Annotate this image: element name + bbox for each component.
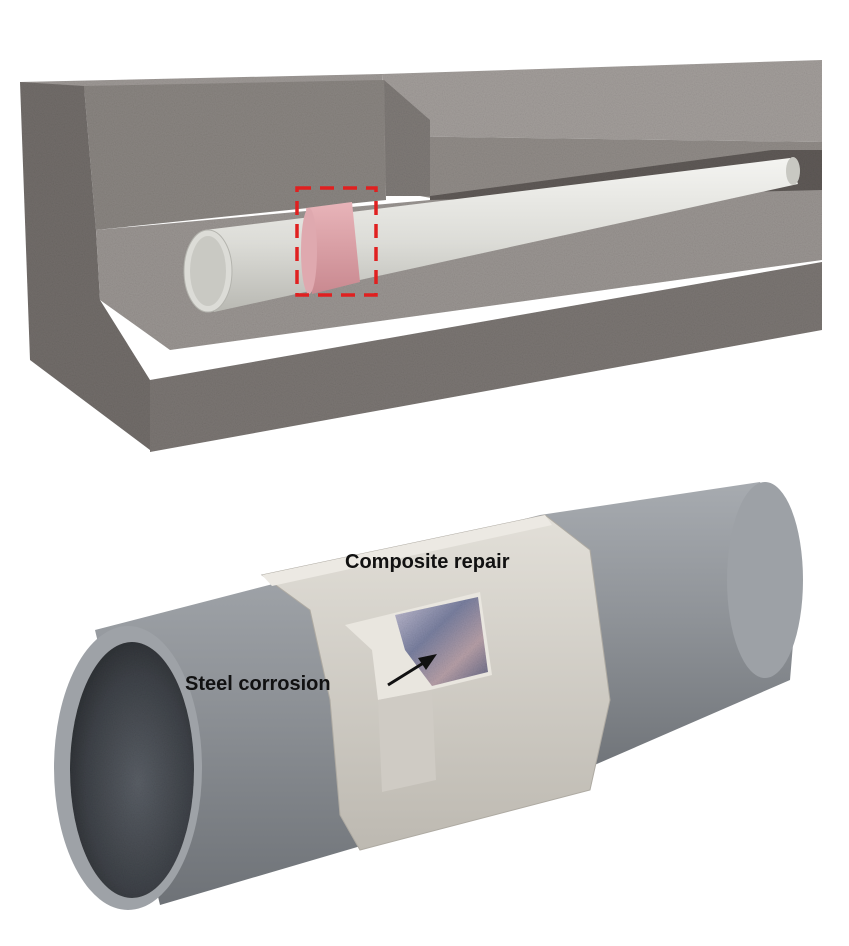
corrosion-patch bbox=[395, 597, 488, 686]
buried-pipe bbox=[183, 157, 800, 313]
pipe-near-opening bbox=[190, 236, 226, 306]
steel-pipe-detail bbox=[54, 482, 803, 910]
sleeve-lower-step bbox=[378, 690, 436, 792]
overhang-front bbox=[384, 80, 430, 196]
repair-band bbox=[306, 202, 360, 294]
sleeve-top-edge bbox=[262, 515, 552, 586]
steel-pipe-inner bbox=[70, 642, 194, 898]
pipe-far-end bbox=[786, 157, 800, 185]
repair-band-edge bbox=[301, 208, 317, 294]
soil-top-right bbox=[382, 60, 822, 142]
soil-front-face bbox=[150, 262, 822, 452]
steel-pipe-right-end bbox=[727, 482, 803, 678]
arrow-icon bbox=[387, 654, 437, 687]
trench-back-wall bbox=[84, 80, 386, 230]
soil-left-face bbox=[20, 82, 150, 450]
composite-repair-label: Composite repair bbox=[345, 551, 510, 573]
steel-corrosion-label: Steel corrosion bbox=[185, 673, 331, 695]
